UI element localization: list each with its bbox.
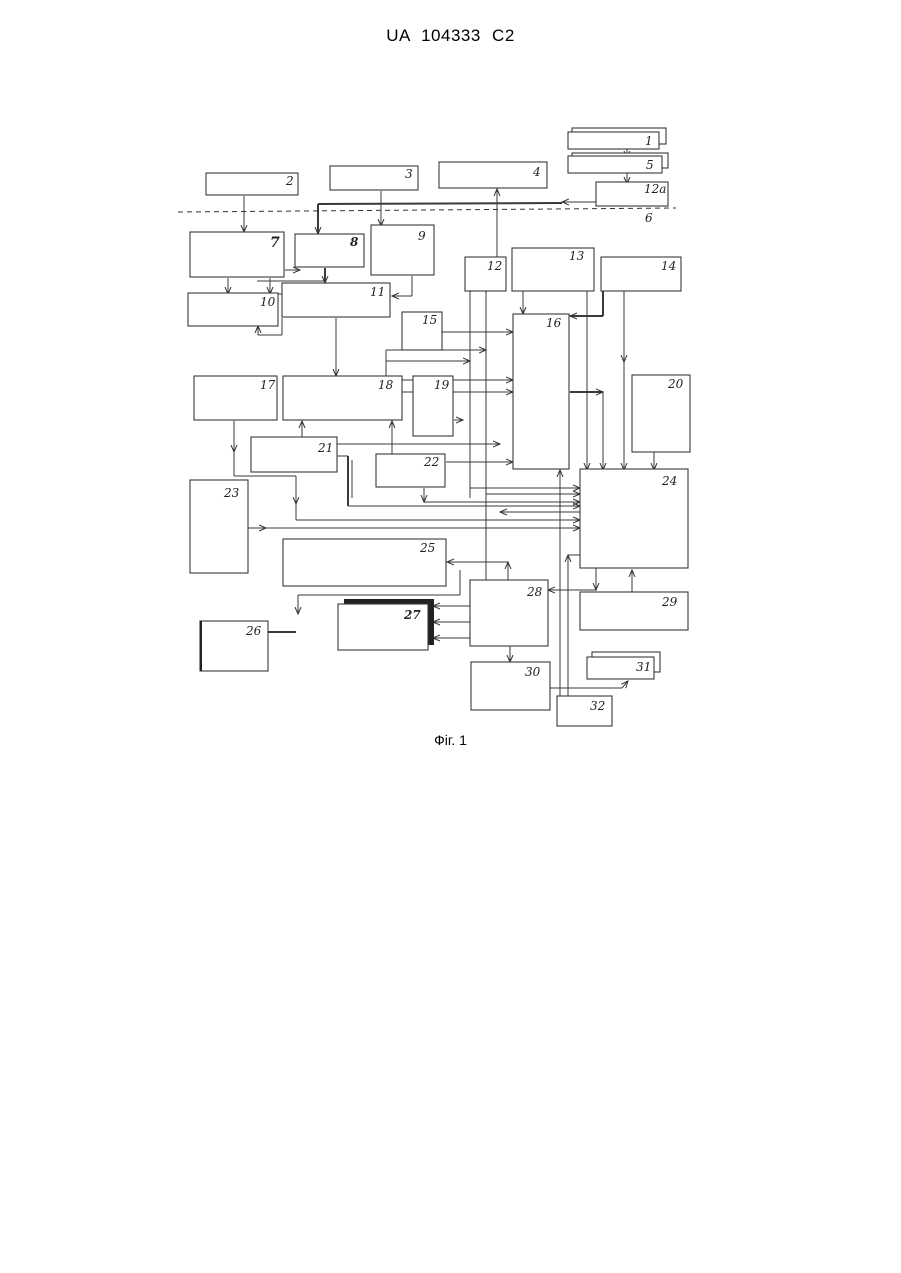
block-5: 5 [568, 153, 668, 173]
line-6-label: 6 [645, 211, 653, 225]
svg-text:16: 16 [546, 316, 562, 330]
svg-text:26: 26 [245, 624, 262, 638]
svg-text:2: 2 [285, 174, 294, 188]
svg-text:12: 12 [487, 259, 502, 273]
figure-caption: Фіг. 1 [0, 732, 901, 748]
block-25: 25 [283, 539, 446, 586]
svg-text:15: 15 [422, 313, 437, 327]
svg-text:4: 4 [532, 165, 541, 179]
block-4: 4 [439, 162, 547, 188]
block-18: 18 [283, 376, 402, 420]
svg-text:23: 23 [223, 486, 240, 500]
block-17: 17 [194, 376, 277, 420]
svg-text:29: 29 [661, 595, 678, 609]
block-7: 7 [190, 232, 284, 277]
block-2: 2 [206, 173, 298, 195]
block-19: 19 [413, 376, 453, 436]
block-21: 21 [251, 437, 337, 472]
svg-text:9: 9 [418, 229, 426, 243]
svg-text:31: 31 [636, 660, 651, 674]
svg-text:13: 13 [569, 249, 585, 263]
block-24: 24 [580, 469, 688, 568]
svg-text:27: 27 [403, 608, 421, 622]
block-15: 15 [402, 312, 442, 350]
svg-text:14: 14 [661, 259, 676, 273]
svg-text:11: 11 [370, 285, 385, 299]
block-14: 14 [601, 257, 681, 291]
svg-text:28: 28 [526, 585, 543, 599]
svg-text:3: 3 [405, 167, 413, 181]
block-28: 28 [470, 580, 548, 646]
svg-text:10: 10 [260, 295, 276, 309]
svg-text:17: 17 [260, 378, 276, 392]
svg-text:5: 5 [646, 158, 654, 172]
svg-text:1: 1 [645, 134, 653, 148]
blocks: 1 5 12а 2 3 4 7 8 [188, 128, 690, 726]
block-16: 16 [513, 314, 569, 469]
svg-text:19: 19 [434, 378, 450, 392]
block-8: 8 [295, 234, 364, 267]
block-10: 10 [188, 293, 278, 326]
block-9: 9 [371, 225, 434, 275]
block-32: 32 [557, 696, 612, 726]
block-20: 20 [632, 375, 690, 452]
block-23: 23 [190, 480, 248, 573]
block-26: 26 [200, 621, 268, 671]
block-3: 3 [330, 166, 418, 190]
block-12: 12 [465, 257, 506, 291]
block-22: 22 [376, 454, 445, 487]
block-29: 29 [580, 592, 688, 630]
block-13: 13 [512, 248, 594, 291]
svg-text:22: 22 [423, 455, 439, 469]
block-11: 11 [282, 283, 390, 317]
block-31: 31 [587, 652, 660, 679]
block-12a: 12а [596, 182, 668, 206]
svg-text:24: 24 [661, 474, 677, 488]
svg-text:8: 8 [350, 235, 359, 249]
svg-text:25: 25 [419, 541, 435, 555]
svg-text:12а: 12а [644, 182, 666, 196]
svg-text:32: 32 [590, 699, 605, 713]
boundary-line-6 [178, 208, 676, 212]
svg-text:21: 21 [317, 441, 333, 455]
block-30: 30 [471, 662, 550, 710]
svg-text:18: 18 [378, 378, 394, 392]
svg-text:20: 20 [667, 377, 684, 391]
block-1: 1 [568, 128, 666, 149]
svg-text:30: 30 [525, 665, 541, 679]
block-27: 27 [338, 599, 434, 650]
svg-text:7: 7 [270, 235, 280, 251]
